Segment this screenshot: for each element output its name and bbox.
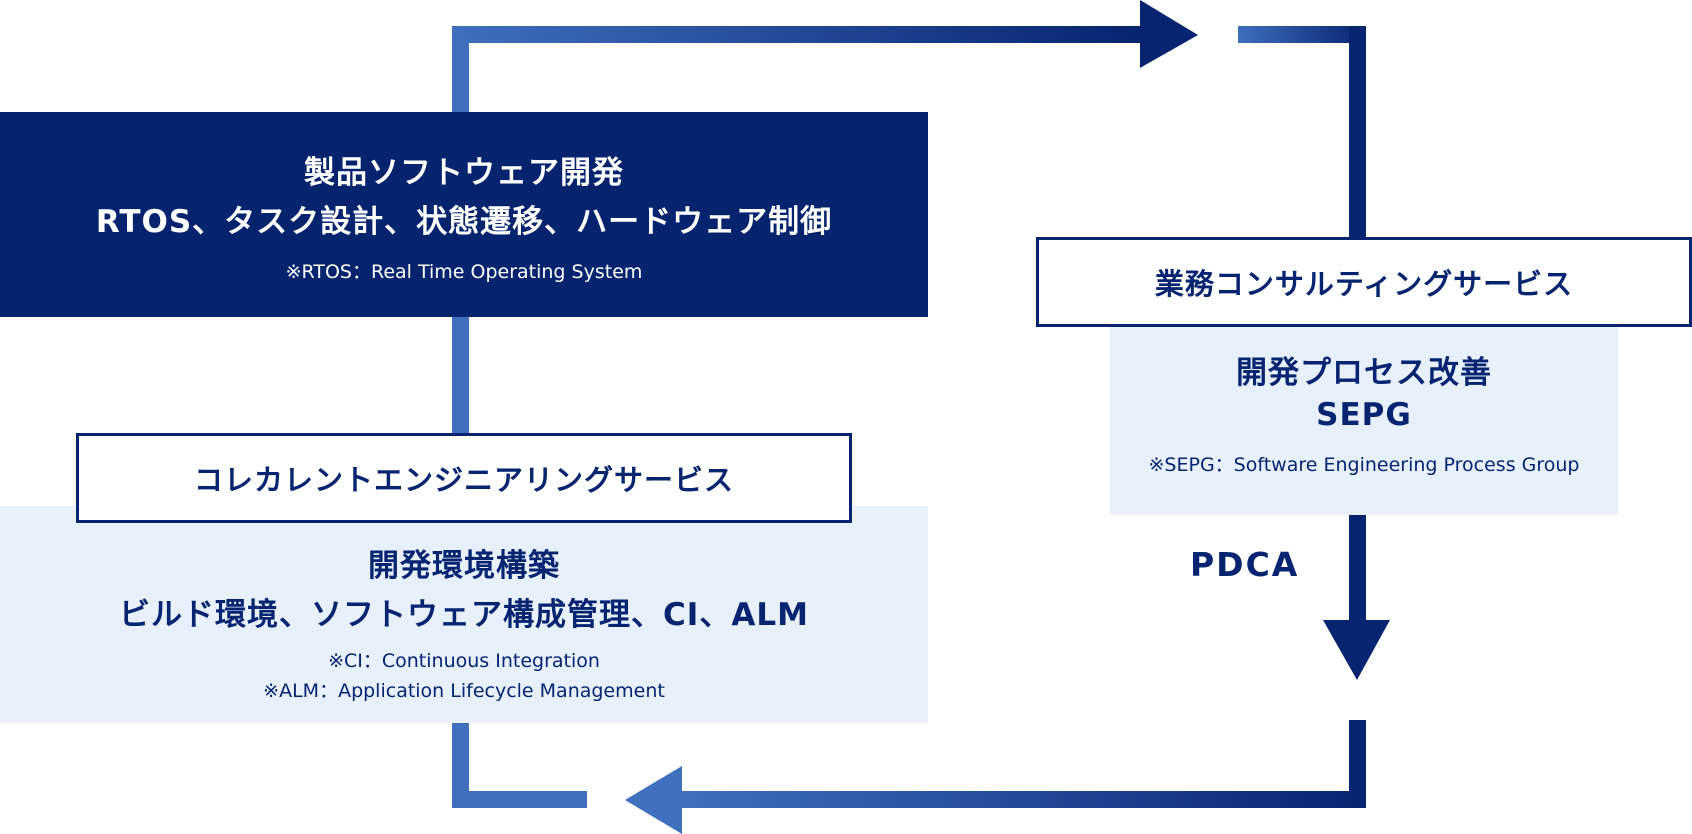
connector-line-bottom [680,791,1366,808]
product-dev-box: 製品ソフトウェア開発 RTOS、タスク設計、状態遷移、ハードウェア制御 ※RTO… [0,112,928,317]
concurrent-note-ci: ※CI：Continuous Integration [328,650,600,672]
arrow-left-head-icon [625,766,682,834]
pdca-label: PDCA [1190,545,1300,584]
connector-line-top-right [1238,26,1366,43]
consulting-content-box: 開発プロセス改善 SEPG ※SEPG：Software Engineering… [1110,322,1618,515]
consulting-note: ※SEPG：Software Engineering Process Group [1148,454,1580,476]
concurrent-content-box: 開発環境構築 ビルド環境、ソフトウェア構成管理、CI、ALM ※CI：Conti… [0,506,928,723]
consulting-subtitle: SEPG [1316,397,1412,433]
connector-line-right-upper [1349,26,1366,241]
connector-line-left-lower [452,720,469,808]
arrow-right-head-icon [1140,0,1198,68]
consulting-service-label: 業務コンサルティングサービス [1036,237,1692,327]
consulting-title: 開発プロセス改善 [1236,355,1492,391]
connector-line-top [452,26,1142,43]
connector-line-right-lower [1349,720,1366,808]
product-dev-subtitle: RTOS、タスク設計、状態遷移、ハードウェア制御 [95,204,833,240]
concurrent-service-label: コレカレントエンジニアリングサービス [76,433,852,523]
connector-line-right-middle [1349,510,1366,622]
product-dev-note: ※RTOS：Real Time Operating System [285,261,643,283]
concurrent-title: 開発環境構築 [368,548,560,584]
concurrent-note-alm: ※ALM：Application Lifecycle Management [263,680,665,702]
arrow-down-head-icon [1323,620,1390,680]
connector-line-bottom-left [452,791,587,808]
product-dev-title: 製品ソフトウェア開発 [304,155,624,191]
concurrent-subtitle: ビルド環境、ソフトウェア構成管理、CI、ALM [119,597,809,633]
